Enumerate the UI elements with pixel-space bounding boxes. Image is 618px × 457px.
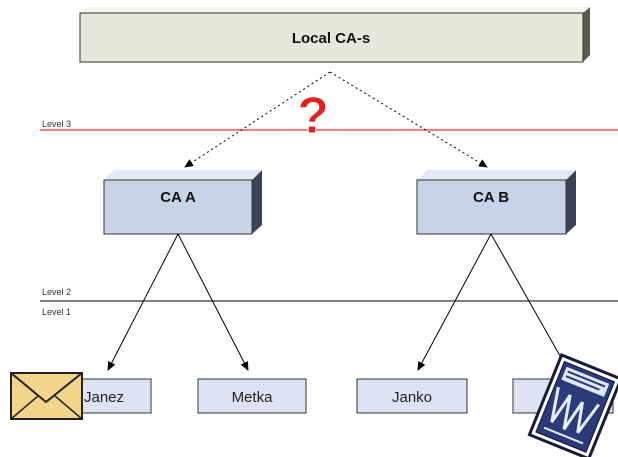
ca-b-label: CA B <box>473 189 509 206</box>
leaf-janez-label: Janez <box>84 389 124 406</box>
document-icon <box>527 353 618 457</box>
leaf-janko-label: Janko <box>392 389 432 406</box>
ca-b-to-leaf4-arrow <box>490 233 569 371</box>
ca-a-label: CA A <box>160 189 196 206</box>
level-3-label: Level 3 <box>42 119 71 129</box>
leaf-metka-label: Metka <box>232 389 274 406</box>
ca-a-to-janez-arrow <box>107 233 179 371</box>
question-mark: ? <box>297 87 329 145</box>
ca-b-to-janko-arrow <box>417 233 492 371</box>
leaf-janko: Janko <box>356 378 468 414</box>
level-2-separator: Level 2 Level 1 <box>40 287 618 317</box>
level-1-label: Level 1 <box>42 307 71 317</box>
envelope-icon <box>10 372 83 420</box>
root-ca-box: Local CA-s <box>79 7 590 63</box>
leaf-metka: Metka <box>197 378 307 414</box>
ca-a-to-metka-arrow <box>177 233 249 371</box>
level-2-label: Level 2 <box>42 287 71 297</box>
level-3-separator: Level 3 <box>40 119 618 131</box>
ca-a-box: CA A <box>103 170 262 235</box>
root-ca-label: Local CA-s <box>292 30 370 47</box>
root-to-ca-b-connector <box>329 71 488 168</box>
root-to-ca-a-connector <box>184 71 331 168</box>
ca-b-box: CA B <box>416 170 576 235</box>
